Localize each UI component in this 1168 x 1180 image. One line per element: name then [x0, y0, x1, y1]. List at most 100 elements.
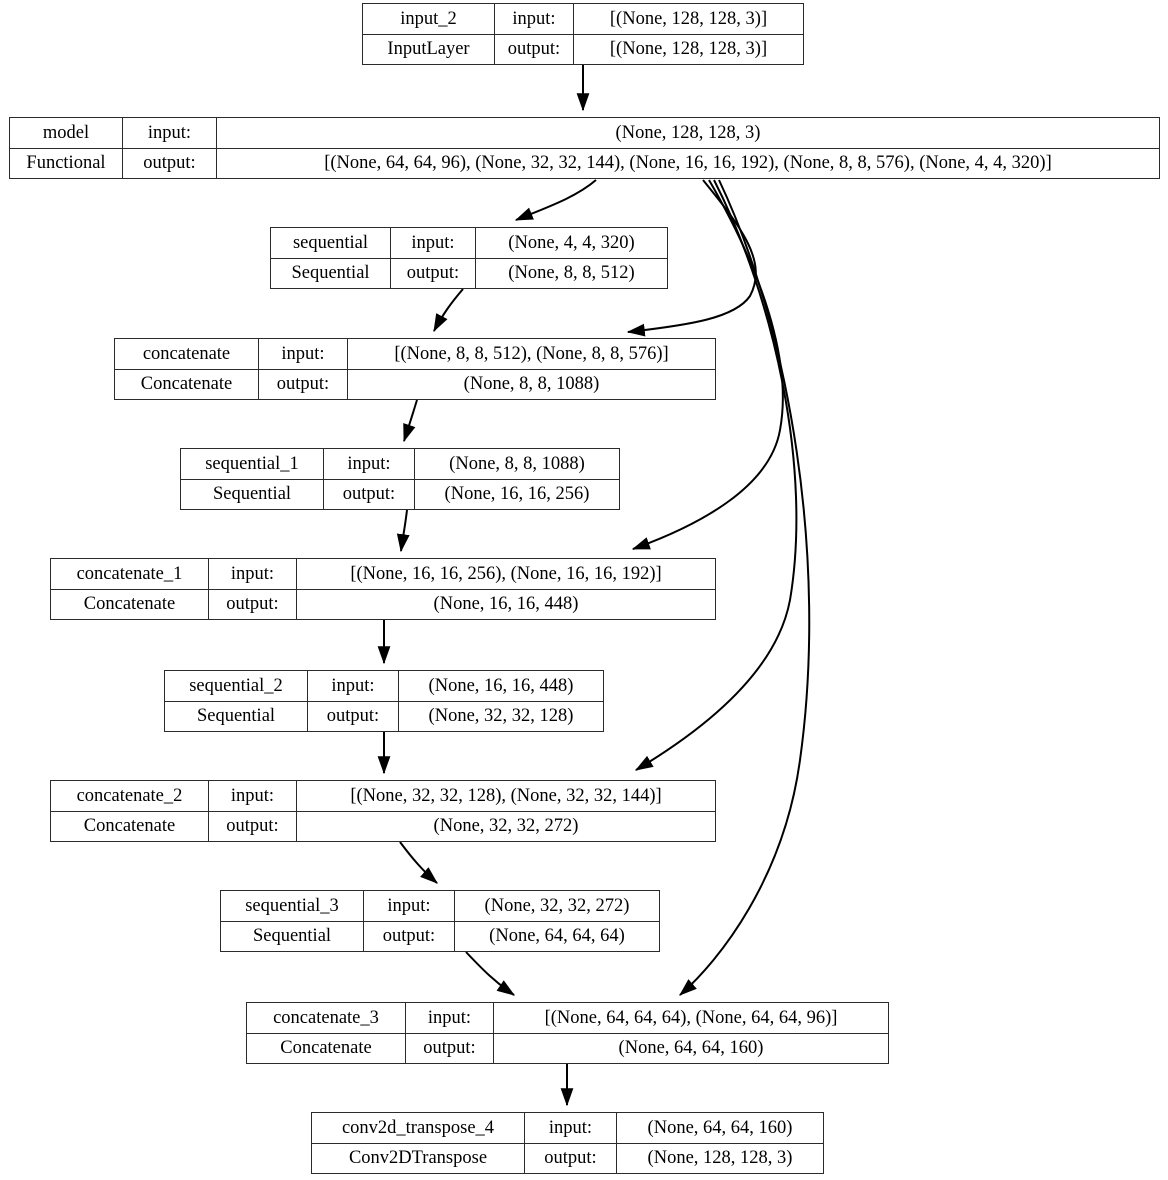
node-output-shape: (None, 16, 16, 256): [444, 484, 590, 504]
node-input-shape: (None, 128, 128, 3): [615, 122, 761, 143]
node-input-shape: [(None, 32, 32, 128), (None, 32, 32, 144…: [350, 785, 662, 806]
node-output-key: output:: [308, 701, 399, 731]
node-output-key: output:: [364, 921, 455, 951]
edge-sequential-concatenate: [433, 288, 464, 333]
edge-model-sequential: [514, 179, 597, 221]
node-input-key: input:: [525, 1113, 617, 1143]
node-output-key: output:: [123, 148, 217, 178]
node-output-shape: (None, 8, 8, 1088): [463, 374, 600, 394]
node-input-key: input:: [324, 449, 415, 479]
node-input-shape: (None, 64, 64, 160): [647, 1117, 793, 1138]
node-layer-name: concatenate_3: [247, 1003, 406, 1033]
node-layer-name: concatenate_1: [51, 559, 209, 589]
node-class-name: Functional: [10, 148, 123, 178]
node-input-shape: [(None, 8, 8, 512), (None, 8, 8, 576)]: [394, 343, 669, 364]
node-output-shape: [(None, 64, 64, 96), (None, 32, 32, 144)…: [324, 153, 1052, 173]
node-output-shape: [(None, 128, 128, 3)]: [609, 39, 768, 59]
node-layer-name: model: [10, 118, 123, 148]
node-input-shape: (None, 16, 16, 448): [428, 675, 574, 696]
node-input-key: input:: [209, 781, 297, 811]
edge-sequential_3-concatenate_3: [465, 951, 515, 996]
node-input-shape: (None, 4, 4, 320): [508, 232, 635, 253]
node-class-name: Concatenate: [51, 589, 209, 619]
node-layer-name: sequential_1: [181, 449, 324, 479]
node-output-shape: (None, 32, 32, 128): [428, 706, 574, 726]
node-layer-name: sequential_2: [165, 671, 308, 701]
node-output-key: output:: [259, 369, 348, 399]
node-class-name: Concatenate: [51, 811, 209, 841]
node-input-shape: [(None, 128, 128, 3)]: [609, 8, 768, 29]
node-input-key: input:: [364, 891, 455, 921]
node-output-key: output:: [525, 1143, 617, 1173]
node-input-key: input:: [259, 339, 348, 369]
node-input-key: input:: [406, 1003, 494, 1033]
node-output-key: output:: [209, 589, 297, 619]
node-class-name: Concatenate: [247, 1033, 406, 1063]
node-input-key: input:: [308, 671, 399, 701]
node-output-shape: (None, 32, 32, 272): [433, 816, 579, 836]
node-output-key: output:: [495, 34, 574, 64]
node-layer-name: concatenate: [115, 339, 259, 369]
node-class-name: Sequential: [181, 479, 324, 509]
node-input-shape: (None, 8, 8, 1088): [449, 453, 585, 474]
node-class-name: Conv2DTranspose: [312, 1143, 525, 1173]
node-layer-name: concatenate_2: [51, 781, 209, 811]
edge-concatenate_2-sequential_3: [399, 841, 438, 884]
node-output-shape: (None, 64, 64, 160): [618, 1038, 764, 1058]
node-class-name: Sequential: [271, 258, 391, 288]
node-input-key: input:: [209, 559, 297, 589]
edge-sequential_1-concatenate_1: [396, 509, 410, 553]
node-input-key: input:: [391, 228, 476, 258]
edge-concatenate-sequential_1: [403, 399, 418, 443]
node-input-shape: [(None, 16, 16, 256), (None, 16, 16, 192…: [350, 563, 662, 584]
node-class-name: InputLayer: [363, 34, 495, 64]
node-class-name: Sequential: [221, 921, 364, 951]
node-layer-name: input_2: [363, 4, 495, 34]
node-output-shape: (None, 64, 64, 64): [489, 926, 625, 946]
node-layer-name: sequential: [271, 228, 391, 258]
node-output-key: output:: [391, 258, 476, 288]
node-input-shape: (None, 32, 32, 272): [484, 895, 630, 916]
node-input-shape: [(None, 64, 64, 64), (None, 64, 64, 96)]: [544, 1007, 838, 1028]
node-output-key: output:: [406, 1033, 494, 1063]
node-output-shape: (None, 16, 16, 448): [433, 594, 579, 614]
node-class-name: Sequential: [165, 701, 308, 731]
node-input-key: input:: [123, 118, 217, 148]
node-output-shape: (None, 128, 128, 3): [647, 1148, 793, 1168]
node-layer-name: conv2d_transpose_4: [312, 1113, 525, 1143]
node-output-shape: (None, 8, 8, 512): [508, 263, 635, 283]
node-output-key: output:: [209, 811, 297, 841]
node-input-key: input:: [495, 4, 574, 34]
